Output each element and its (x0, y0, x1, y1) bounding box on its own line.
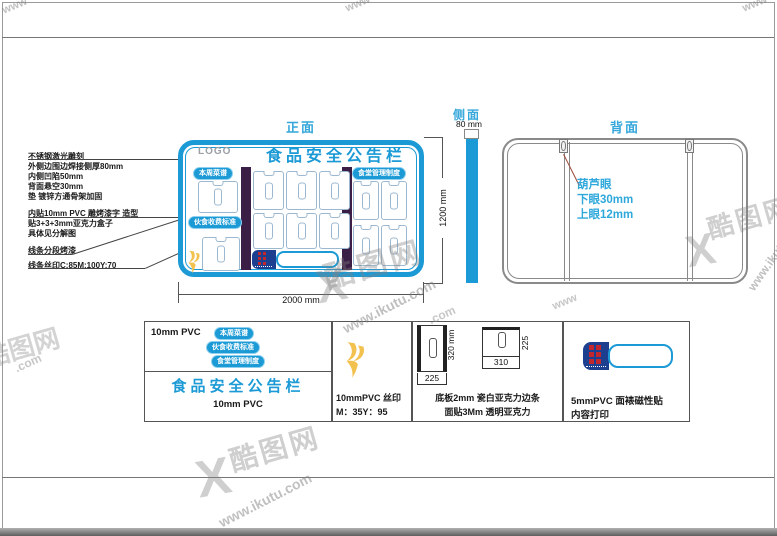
tab-weekly-menu: 本周菜谱 (193, 167, 233, 180)
leader-line (28, 217, 188, 218)
panel-divider (144, 371, 332, 372)
tab-meal-fees: 伙食收费标准 (188, 216, 242, 229)
gourd-hole-icon (685, 139, 694, 153)
note-line: 下眼30mm (577, 194, 634, 206)
material-label: 10mm PVC (213, 399, 263, 410)
back-panel (502, 138, 748, 284)
card-pocket (253, 213, 284, 249)
back-divider (687, 142, 688, 281)
micro-text (255, 266, 272, 267)
leader-underline (28, 254, 72, 255)
dim-ext-line (423, 282, 424, 303)
acrylic-note: 面贴3Mm 透明亚克力 (444, 407, 531, 417)
dim-320: 320 mm (446, 329, 456, 361)
bottom-rule (2, 477, 774, 478)
annotation-line: 垫 镀锌方通骨架加固 (28, 192, 103, 201)
back-divider (692, 142, 693, 281)
side-view-label: 侧面 (453, 108, 482, 122)
top-rule (2, 37, 774, 38)
card-pocket (381, 225, 407, 266)
pocket-slot (498, 332, 506, 348)
name-strip-card-sample (608, 344, 673, 368)
dim-line (178, 294, 424, 295)
dim-width: 2000 mm (282, 295, 320, 305)
magnet-note: 5mmPVC 面裱磁性贴 (571, 396, 663, 407)
annotation-line: 背面悬空30mm (28, 182, 84, 191)
dim-225-right: 225 (520, 335, 530, 351)
annotation-line: 外侧边围边焊接侧厚80mm (28, 162, 124, 171)
divider-bar (241, 167, 251, 270)
magnet-note: 内容打印 (571, 410, 610, 421)
leader-underline (28, 268, 145, 269)
dim-thickness: 80 mm (456, 119, 482, 129)
card-pocket (381, 181, 407, 220)
tab-meal-fees-sample: 伙食收费标准 (206, 341, 260, 354)
card-pocket (286, 171, 317, 210)
silkprint-note: 10mmPVC 丝印 (336, 393, 402, 403)
gourd-hole-note: 葫芦眼 下眼30mm 上眼12mm (577, 178, 633, 223)
logo-placeholder: LOGO (198, 146, 232, 157)
tab-weekly-menu-sample: 本周菜谱 (214, 327, 254, 340)
annotation-line: 内贴10mm PVC 雕烤漆字 造型 (28, 209, 139, 218)
name-strip-head (252, 250, 276, 269)
annotation-line: 不锈钢激光雕刻 (28, 152, 84, 161)
card-pocket (319, 213, 350, 249)
back-view-label: 背面 (610, 120, 641, 135)
leader-line (28, 159, 195, 160)
back-divider (569, 142, 570, 281)
panel-magnet (563, 321, 690, 422)
card-pocket (253, 171, 284, 210)
front-board-inner-line (185, 147, 417, 270)
silkprint-color: M：35Y：95 (336, 407, 388, 417)
dim-310: 310 (482, 357, 520, 369)
material-label: 10mm PVC (151, 327, 201, 338)
hand-logo-icon (188, 250, 200, 274)
dim-ext-line (424, 137, 442, 138)
pocket-slot (429, 338, 437, 358)
panel-board-title: 食品安全公告栏 (171, 378, 305, 395)
tab-canteen-rules: 食堂管理制度 (352, 167, 406, 180)
front-view-label: 正面 (286, 120, 317, 135)
card-pocket (353, 225, 379, 266)
card-pocket (353, 181, 379, 220)
red-seal-blocks (589, 345, 594, 350)
gourd-hole-icon (559, 139, 568, 153)
panel-silkprint (332, 321, 412, 422)
side-profile-bar (466, 139, 478, 283)
annotation-line: 具体见分解图 (28, 229, 76, 238)
note-line: 葫芦眼 (577, 179, 612, 191)
annotation-line: 内侧凹陷50mm (28, 172, 84, 181)
dim-ext-line (424, 283, 442, 284)
annotation-line: 贴3+3+3mm亚克力盒子 (28, 219, 113, 228)
card-pocket (198, 181, 238, 213)
red-seal-blocks (258, 252, 261, 255)
note-line: 上眼12mm (577, 209, 634, 221)
dim-ext-line (178, 282, 179, 303)
acrylic-note: 底板2mm 瓷白亚克力边条 (435, 393, 540, 403)
side-top-cap (464, 129, 479, 139)
name-strip-head-sample (583, 342, 609, 370)
back-divider (564, 142, 565, 281)
card-pocket (202, 237, 240, 271)
dim-225-left: 225 (417, 373, 447, 385)
hand-logo-icon (346, 342, 365, 378)
tab-canteen-rules-sample: 食堂管理制度 (211, 355, 265, 368)
back-panel-inner-line (507, 143, 743, 279)
bottom-bar (0, 528, 777, 536)
annotation-line: 线条分段烤漆 (28, 246, 76, 255)
dim-height: 1200 mm (438, 178, 448, 238)
board-title: 食品安全公告栏 (265, 148, 406, 165)
name-strip-card (276, 251, 339, 268)
card-pocket (286, 213, 317, 249)
card-pocket (319, 171, 350, 210)
annotation-line: 线条丝印C:85M:100Y:70 (28, 261, 117, 270)
micro-text (586, 366, 606, 367)
